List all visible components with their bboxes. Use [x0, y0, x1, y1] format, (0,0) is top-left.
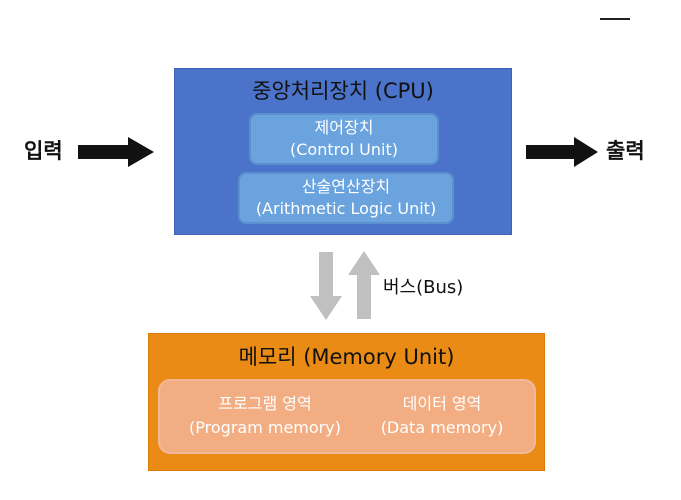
control-unit-box: 제어장치 (Control Unit)	[249, 113, 439, 165]
alu-name: 산술연산장치	[301, 177, 391, 196]
output-label: 출력	[606, 139, 645, 163]
bus-label: 버스(Bus)	[383, 277, 464, 298]
corner-line	[600, 0, 630, 20]
program-memory-name: 프로그램 영역	[218, 394, 312, 413]
alu-box: 산술연산장치 (Arithmetic Logic Unit)	[238, 172, 454, 224]
data-memory-area: 데이터 영역 (Data memory)	[362, 390, 522, 442]
data-memory-english: (Data memory)	[380, 418, 504, 437]
memory-title: 메모리 (Memory Unit)	[238, 345, 455, 369]
bus-up-arrow	[348, 251, 380, 319]
program-memory-area: 프로그램 영역 (Program memory)	[170, 390, 360, 442]
data-memory-name: 데이터 영역	[402, 394, 482, 413]
output-arrow	[526, 137, 598, 167]
memory-inner-box	[158, 379, 536, 454]
control-unit-english: (Control Unit)	[290, 140, 398, 159]
bus-down-arrow	[310, 252, 342, 320]
cpu-title: 중앙처리장치 (CPU)	[252, 79, 434, 103]
input-label: 입력	[24, 139, 63, 163]
program-memory-english: (Program memory)	[189, 418, 341, 437]
input-arrow	[78, 137, 154, 167]
control-unit-name: 제어장치	[314, 118, 374, 137]
alu-english: (Arithmetic Logic Unit)	[255, 199, 437, 218]
